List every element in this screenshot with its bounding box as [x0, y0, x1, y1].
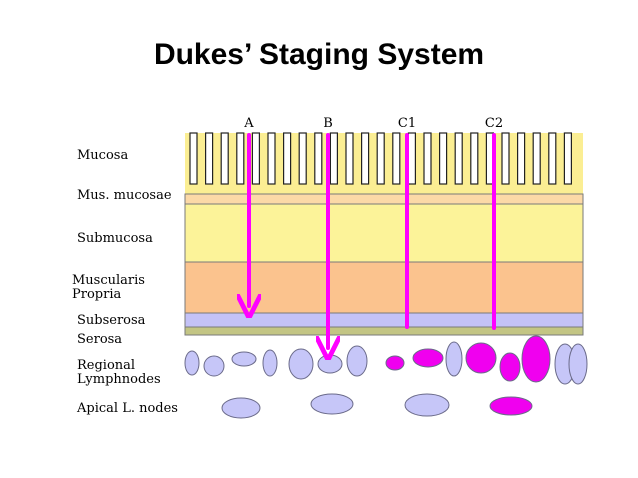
label-mucosa: Mucosa: [77, 148, 129, 163]
normal-lymph-node: [404, 393, 450, 417]
crypt: [470, 132, 479, 185]
normal-lymph-node: [445, 341, 463, 377]
serosa-layer: [184, 326, 584, 336]
slide-title: Dukes’ Staging System: [153, 38, 485, 71]
normal-lymph-node: [231, 351, 257, 367]
involved-lymph-node: [465, 342, 497, 374]
crypt: [563, 132, 573, 185]
mucosa-villi: [185, 132, 583, 195]
stage-label-a: A: [244, 116, 254, 131]
label-lymphnodes: Lymphnodes: [77, 372, 161, 387]
crypt: [251, 132, 260, 185]
label-submucosa: Submucosa: [77, 231, 153, 246]
normal-lymph-node: [203, 355, 225, 377]
involved-lymph-node: [521, 335, 551, 383]
muscularis-propria-layer: [184, 261, 584, 314]
crypt: [532, 132, 541, 185]
label-serosa: Serosa: [77, 332, 123, 347]
normal-lymph-node: [568, 343, 588, 385]
mus-mucosae-layer: [184, 193, 584, 205]
stage-label-c1: C1: [397, 116, 417, 131]
crypt: [267, 132, 276, 185]
involved-lymph-node: [499, 352, 521, 382]
crypt: [236, 132, 245, 185]
crypt: [392, 132, 401, 185]
stage-label-c2: C2: [484, 116, 504, 131]
normal-lymph-node: [262, 349, 278, 377]
crypt: [423, 132, 432, 185]
label-regional: Regional: [77, 358, 136, 373]
invasion-arrows: [249, 133, 496, 348]
label-propria: Propria: [72, 287, 122, 302]
normal-lymph-node: [221, 397, 261, 419]
involved-lymph-node: [385, 355, 405, 371]
crypt: [361, 132, 370, 185]
crypt: [345, 132, 354, 185]
crypt: [189, 132, 198, 185]
label-mus-mucosae: Mus. mucosae: [77, 188, 172, 203]
label-muscularis: Muscularis: [72, 273, 145, 288]
involved-lymph-node: [412, 348, 444, 368]
crypt: [407, 132, 416, 185]
normal-lymph-node: [317, 354, 343, 374]
label-apical-nodes: Apical L. nodes: [77, 401, 178, 416]
crypt: [376, 132, 385, 185]
normal-lymph-node: [184, 350, 200, 376]
stage-label-b: B: [323, 116, 333, 131]
crypt: [298, 132, 307, 185]
crypt: [220, 132, 229, 185]
crypt: [516, 132, 526, 185]
crypt: [205, 132, 214, 185]
crypt: [548, 132, 557, 185]
crypt: [329, 132, 338, 185]
normal-lymph-node: [288, 348, 314, 380]
crypt: [283, 132, 292, 185]
involved-lymph-node: [489, 396, 533, 416]
crypt: [501, 132, 510, 185]
crypt: [314, 132, 323, 185]
wall-layers: [184, 193, 584, 336]
label-subserosa: Subserosa: [77, 313, 146, 328]
subserosa-layer: [184, 312, 584, 328]
normal-lymph-node: [346, 345, 368, 377]
normal-lymph-node: [310, 393, 354, 415]
crypt: [439, 132, 448, 185]
lymph-nodes: [184, 335, 588, 419]
crypt: [454, 132, 463, 185]
submucosa-layer: [184, 203, 584, 263]
